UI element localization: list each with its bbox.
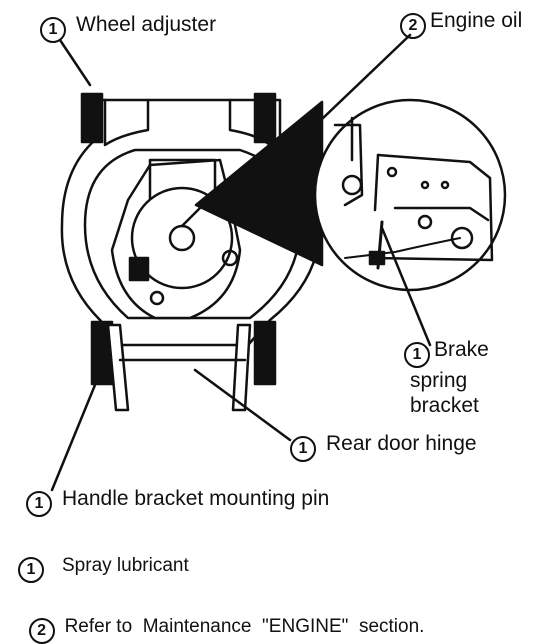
marker-1-icon: 1 [290,436,316,462]
callout-rear-door-hinge: 1 Rear door hinge [290,433,477,462]
marker-2-icon: 2 [400,13,426,39]
callout-wheel-adjuster: 1 Wheel adjuster [40,14,216,43]
callout-handle-bracket-pin: 1 Handle bracket mounting pin [26,488,329,517]
wheel-front-left [80,92,104,144]
marker-1-icon: 1 [404,342,430,368]
bracket-label: bracket [410,394,479,417]
legend-item-2: 2 Refer to Maintenance "ENGINE" section. [18,598,424,644]
legend-text: Spray lubricant [62,555,189,576]
marker-1-icon: 1 [26,491,52,517]
wheel-adjuster-label: Wheel adjuster [76,13,217,36]
handle-bracket-label: Handle bracket mounting pin [62,487,330,510]
legend-item-1: 1 Spray lubricant [18,556,189,583]
marker-1-icon: 1 [18,557,44,583]
rear-door-hinge-label: Rear door hinge [326,432,477,455]
mower-diagram [50,33,507,492]
detail-circle [313,98,507,292]
engine-oil-label: Engine oil [430,9,523,32]
wheel-front-right [253,92,277,144]
spring-label: spring [410,369,468,392]
wheel-rear-right [253,320,277,386]
marker-2-icon: 2 [28,618,55,644]
brake-label: Brake [434,338,489,361]
marker-1-icon: 1 [40,17,66,43]
legend-text: Refer to Maintenance "ENGINE" section. [64,616,425,637]
